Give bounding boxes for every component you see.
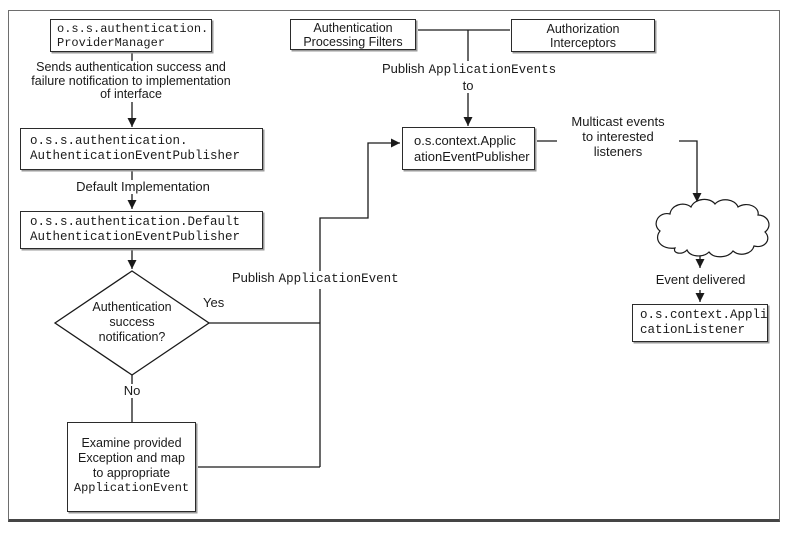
label-code-text: ApplicationEvent: [278, 272, 399, 286]
decision-authentication-success: Authentication success notification?: [62, 300, 202, 345]
label-text: Multicast events: [571, 114, 665, 129]
node-provider-manager: o.s.s.authentication. ProviderManager: [50, 19, 212, 52]
node-text: AuthenticationEventPublisher: [30, 230, 241, 244]
node-authentication-processing-filters: Authentication Processing Filters: [290, 19, 416, 50]
node-text: Examine provided: [81, 436, 182, 450]
label-sends-notification: Sends authentication success and failure…: [25, 60, 237, 102]
node-text: o.s.s.authentication.: [30, 134, 188, 148]
node-text: ProviderManager: [57, 36, 166, 50]
node-text: Interceptors: [549, 36, 616, 50]
label-text: listeners: [593, 144, 643, 159]
label-text: Publish: [232, 270, 275, 285]
node-code-text: ApplicationEvent: [73, 481, 190, 495]
node-authentication-event-publisher: o.s.s.authentication. AuthenticationEven…: [20, 128, 263, 170]
label-text: of interface: [100, 87, 162, 101]
decision-text: notification?: [98, 330, 166, 344]
node-text: to appropriate: [92, 466, 171, 480]
decision-diamond-shape: [53, 270, 211, 376]
node-examine-exception: Examine provided Exception and map to ap…: [67, 422, 196, 512]
cloud-shape: [655, 198, 770, 258]
node-text: Authorization: [546, 22, 620, 36]
node-text: o.s.s.authentication.Default: [30, 215, 241, 229]
connector-merge-to-event-publisher: [319, 138, 400, 467]
node-application-listener: o.s.context.Appli cationListener: [632, 304, 768, 342]
label-text: to interested: [582, 129, 654, 144]
node-application-event-publisher: o.s.context.Applic ationEventPublisher: [402, 127, 535, 170]
label-text: to: [462, 78, 474, 93]
label-code-text: ApplicationEvents: [428, 63, 557, 77]
label-no: No: [114, 384, 150, 398]
label-yes: Yes: [203, 295, 225, 310]
node-text: Authentication: [313, 21, 393, 35]
node-text: o.s.s.authentication.: [57, 22, 209, 36]
node-text: o.s.context.Appli: [640, 308, 768, 322]
node-text: o.s.context.Applic: [414, 133, 516, 148]
label-text: failure notification to implementation: [31, 73, 231, 88]
label-text: Sends authentication success and: [36, 60, 226, 74]
label-event-delivered: Event delivered: [654, 272, 747, 288]
node-text: AuthenticationEventPublisher: [30, 149, 241, 163]
label-text: Publish: [382, 61, 425, 76]
node-text: cationListener: [640, 323, 746, 337]
label-default-implementation: Default Implementation: [72, 180, 214, 194]
node-text: ationEventPublisher: [414, 149, 530, 164]
node-authorization-interceptors: Authorization Interceptors: [511, 19, 655, 52]
decision-text: Authentication: [92, 300, 172, 314]
node-text: Exception and map: [77, 451, 185, 465]
node-text: Processing Filters: [303, 35, 403, 49]
decision-text: success: [109, 315, 155, 329]
node-default-authentication-event-publisher: o.s.s.authentication.Default Authenticat…: [20, 211, 263, 249]
label-multicast-events: Multicast events to interested listeners: [557, 114, 679, 159]
